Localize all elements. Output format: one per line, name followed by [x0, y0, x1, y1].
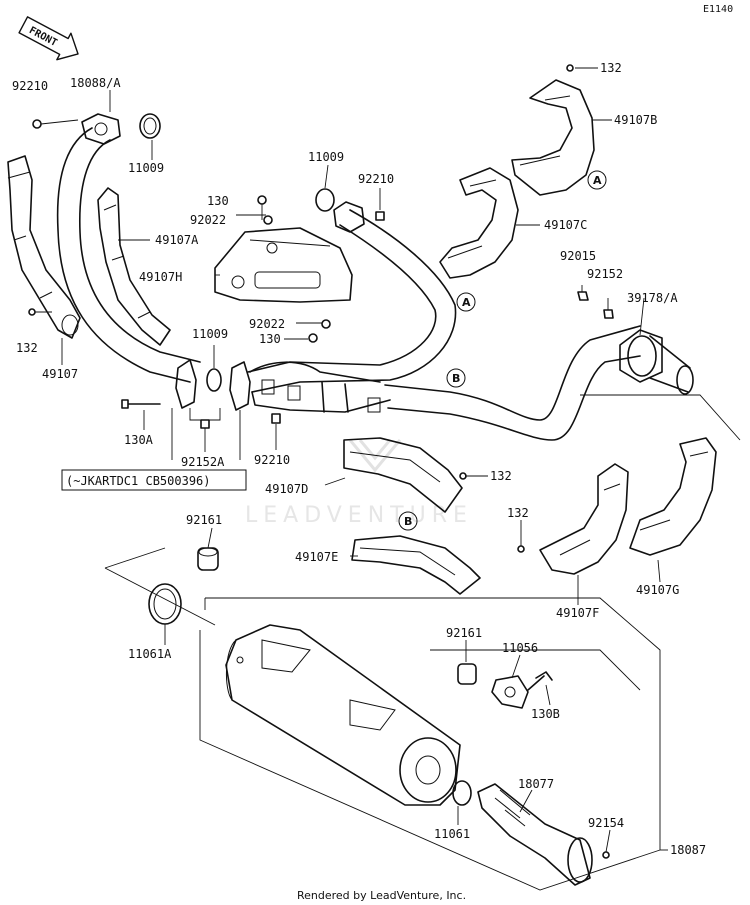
serial-note-text: (~JKARTDC1 CB500396): [66, 474, 211, 488]
heat-guard-49107F: [539, 463, 629, 575]
label-92022-mid: 92022: [249, 317, 285, 331]
heat-guard-49107D: [343, 437, 463, 513]
collector-pipe: [249, 361, 391, 413]
label-130: 130: [207, 194, 229, 208]
bolt-132-top: [566, 64, 574, 72]
label-92022: 92022: [190, 213, 226, 227]
watermark: LEADVENTURE: [245, 439, 473, 528]
spacer-92161-mid: [457, 663, 477, 685]
label-18088A: 18088/A: [70, 76, 121, 90]
label-18077: 18077: [518, 777, 554, 791]
label-49107D: 49107D: [265, 482, 308, 496]
nut-92152A: [200, 419, 210, 429]
assembly-frames: [104, 394, 741, 891]
bolt-130A: [121, 399, 161, 409]
label-130B: 130B: [531, 707, 560, 721]
label-11009: 11009: [128, 161, 164, 175]
joint-39178A: [619, 329, 694, 395]
label-92210: 92210: [12, 79, 48, 93]
diagram-code: E1140: [703, 4, 733, 15]
label-11061A: 11061A: [128, 647, 172, 661]
callout-a-lower: A: [456, 292, 476, 312]
label-49107A: 49107A: [155, 233, 199, 247]
label-132-mid: 132: [490, 469, 512, 483]
label-11009-mid: 11009: [192, 327, 228, 341]
leader-lines: [61, 67, 668, 853]
heat-guard-49107G: [629, 437, 717, 556]
label-11056: 11056: [502, 641, 538, 655]
callout-b-lower: B: [398, 511, 418, 531]
label-49107G: 49107G: [636, 583, 679, 597]
label-49107B: 49107B: [614, 113, 657, 127]
washer-92022-mid: [321, 319, 331, 329]
heat-guard-49107H: [214, 227, 353, 303]
flange-left: [175, 359, 197, 409]
label-11061: 11061: [434, 827, 470, 841]
bolt-132-right: [517, 545, 525, 553]
heat-guard-49107E: [351, 535, 481, 595]
svg-text:B: B: [452, 372, 460, 385]
label-130-mid: 130: [259, 332, 281, 346]
bolt-92154: [602, 851, 610, 859]
callout-b-upper: B: [446, 368, 466, 388]
heat-guard-49107: [7, 155, 81, 339]
label-92152A: 92152A: [181, 455, 225, 469]
watermark-text: LEADVENTURE: [245, 503, 473, 528]
callout-a-upper: A: [587, 170, 607, 190]
bracket-11056: [491, 675, 529, 709]
label-132: 132: [16, 341, 38, 355]
serial-note: (~JKARTDC1 CB500396): [61, 469, 247, 491]
bolt-130-top: [257, 195, 267, 205]
label-49107F: 49107F: [556, 606, 599, 620]
bolt-130B: [527, 671, 553, 691]
label-92015: 92015: [560, 249, 596, 263]
gasket-11061A: [148, 583, 182, 625]
heat-guard-49107B: [511, 79, 595, 196]
heat-guard-49107A: [97, 187, 171, 346]
label-18087: 18087: [670, 843, 706, 857]
header-pipe-center: [247, 201, 457, 393]
label-49107C: 49107C: [544, 218, 587, 232]
front-arrow-icon: FRONT: [18, 16, 79, 61]
label-49107H: 49107H: [139, 270, 182, 284]
label-92152: 92152: [587, 267, 623, 281]
muffler-18087: [225, 624, 461, 806]
nut-92210-mid: [271, 413, 281, 424]
label-49107E: 49107E: [295, 550, 338, 564]
bolt-132-left: [28, 308, 52, 316]
label-132-right: 132: [507, 506, 529, 520]
label-132-top: 132: [600, 61, 622, 75]
label-92161-mid: 92161: [446, 626, 482, 640]
footer-credit: Rendered by LeadVenture, Inc.: [297, 889, 466, 902]
label-39178A: 39178/A: [627, 291, 678, 305]
svg-text:B: B: [404, 515, 412, 528]
label-92154: 92154: [588, 816, 624, 830]
bolt-92015: [577, 291, 589, 301]
heat-guard-49107C: [439, 167, 519, 279]
washer-92022-top: [263, 215, 273, 225]
part-labels: 92210 18088/A 11009 49107A 132 49107 130…: [12, 61, 706, 857]
svg-text:A: A: [462, 296, 471, 309]
spark-arrester-18077: [477, 783, 593, 886]
flange-right: [229, 361, 251, 411]
gasket-11009-mid: [206, 368, 222, 392]
label-92161-top: 92161: [186, 513, 222, 527]
header-pipe-left: [56, 113, 201, 383]
svg-text:A: A: [593, 174, 602, 187]
nut-92210-top-left: [32, 119, 79, 129]
label-92210-top: 92210: [358, 172, 394, 186]
label-49107: 49107: [42, 367, 78, 381]
label-130A: 130A: [124, 433, 154, 447]
nut-92152: [603, 309, 614, 319]
bolt-130-mid: [308, 333, 318, 343]
gasket-11061: [452, 780, 472, 806]
gasket-11009-left: [139, 113, 161, 139]
mid-pipe: [384, 325, 641, 441]
label-92210-mid: 92210: [254, 453, 290, 467]
label-11009-top: 11009: [308, 150, 344, 164]
nut-92210-top: [375, 211, 385, 221]
gasket-11009-top: [315, 188, 335, 212]
spacer-92161-top: [197, 547, 219, 571]
